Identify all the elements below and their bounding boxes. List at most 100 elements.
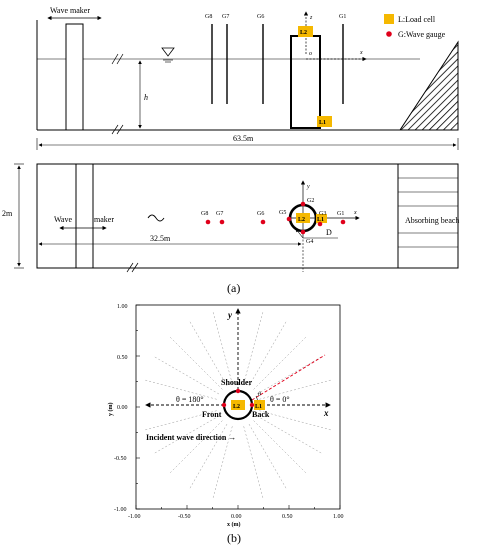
x-tick-label: 1.00	[333, 514, 344, 520]
depth-label: h	[144, 93, 148, 102]
plan-x-label: x	[353, 210, 357, 216]
gauge-label-g6: G6	[257, 14, 264, 20]
water-level-symbol	[161, 47, 175, 57]
legend-wave-gauge-label: G:Wave gauge	[398, 30, 446, 39]
plan-gauge-g8: G8	[201, 211, 208, 217]
origin-label: o	[309, 51, 312, 57]
radial-guide-line	[253, 336, 307, 390]
load-cell-l1-plan-label: L1	[317, 217, 324, 223]
load-cell-l1-plan	[316, 214, 327, 223]
caption-b: (b)	[227, 531, 241, 545]
length-label: 63.5m	[233, 134, 254, 143]
load-cell-l2-side	[298, 26, 313, 37]
theta-direction-line	[251, 354, 326, 401]
y-tick-label: 1.00	[117, 304, 128, 310]
panel-b-x-label: x	[323, 408, 329, 418]
x-tick-label: 0.00	[231, 514, 242, 520]
radial-guide-line	[212, 312, 233, 384]
panel-b-load-cell-l1	[254, 400, 265, 410]
plan-gauge-g2: G2	[307, 198, 314, 204]
panel-b-y-label: y	[227, 310, 233, 320]
z-axis-label: z	[309, 15, 313, 21]
wave-maker-label: Wave maker	[50, 6, 90, 15]
width-label: 2m	[2, 209, 13, 218]
x-tick-label: 0.50	[282, 514, 293, 520]
radial-guide-line	[253, 420, 307, 474]
panel-b-gauges	[221, 388, 255, 408]
radial-guide-line	[145, 379, 217, 400]
side-gauges	[211, 24, 344, 104]
x-axis-title: x (m)	[227, 521, 241, 528]
theta-label: θ	[258, 392, 261, 398]
diameter-label: D	[326, 228, 332, 237]
shoulder-label: Shoulder	[221, 378, 253, 387]
radial-guide-line	[189, 423, 228, 489]
x-tick-label: -0.50	[178, 514, 191, 520]
legend: L:Load cell G:Wave gauge	[384, 14, 446, 39]
radial-guide-line	[259, 379, 331, 400]
radial-guide-line	[154, 356, 220, 395]
theta-180-label: θ = 180°	[176, 395, 204, 404]
radial-guide-line	[248, 423, 287, 489]
x-tick-label: -1.00	[128, 514, 141, 520]
gauge-label-g8: G8	[205, 14, 212, 20]
y-tick-label: 0.50	[117, 355, 128, 361]
plan-gauge-g1: G1	[337, 211, 344, 217]
radial-guide-line	[212, 426, 233, 498]
plan-y-label: y	[306, 184, 310, 190]
radial-guide-line	[189, 321, 228, 387]
radial-guide-line	[243, 426, 264, 498]
absorbing-beach-side	[399, 40, 459, 131]
radial-guide-lines	[145, 312, 331, 498]
incident-label: Incident wave direction →	[146, 433, 236, 442]
radial-guide-line	[259, 410, 331, 431]
radial-guide-line	[256, 356, 322, 395]
panel-b-load-cell-l1-label: L1	[255, 404, 262, 410]
plan-gauge-g7: G7	[216, 211, 223, 217]
gauge-label-g7: G7	[222, 14, 229, 20]
plan-wave-label: Wave	[54, 215, 72, 224]
front-label: Front	[202, 410, 222, 419]
cylinder-side	[290, 35, 321, 129]
break-mark	[111, 53, 124, 135]
y-tick-label: -1.00	[114, 507, 127, 513]
plan-tank-outline	[36, 163, 459, 269]
plan-break-mark	[126, 262, 139, 273]
plan-gauge-g4: G4	[306, 239, 313, 245]
radial-guide-line	[256, 415, 322, 454]
radial-guide-line	[154, 415, 220, 454]
wave-maker-paddle	[65, 23, 84, 131]
plan-gauges	[205, 201, 346, 235]
plan-gauge-g5: G5	[279, 210, 286, 216]
legend-load-cell-swatch	[384, 14, 394, 24]
load-cell-l1-side	[317, 116, 332, 127]
back-label: Back	[252, 410, 270, 419]
plan-maker-label: maker	[94, 215, 114, 224]
radial-guide-line	[145, 410, 217, 431]
gauge-label-g1: G1	[339, 14, 346, 20]
load-cell-l2-side-label: L2	[300, 30, 307, 36]
panel-b-ticks	[135, 304, 341, 510]
legend-wave-gauge-swatch	[386, 31, 392, 37]
load-cell-l1-side-label: L1	[319, 120, 326, 126]
radial-guide-line	[169, 420, 223, 474]
y-tick-label: 0.00	[117, 405, 128, 411]
radial-guide-line	[248, 321, 287, 387]
beach-label: Absorbing beach	[405, 216, 459, 225]
beach-stripes	[398, 177, 458, 248]
panel-b-load-cell-l2-label: L2	[233, 404, 240, 410]
load-cell-l2-plan-label: L2	[298, 217, 305, 223]
caption-a: (a)	[227, 281, 240, 295]
radial-guide-line	[243, 312, 264, 384]
legend-load-cell-label: L:Load cell	[398, 15, 436, 24]
theta-0-label: θ = 0°	[270, 395, 290, 404]
x-axis-label: x	[359, 50, 363, 56]
plan-gauge-g3: G3	[319, 211, 326, 217]
radial-guide-line	[169, 336, 223, 390]
distance-label: 32.5m	[150, 234, 171, 243]
plan-view: 2m Wave maker 32.5m Absorbing beach y	[2, 163, 459, 273]
wave-symbol	[147, 214, 165, 222]
panel-b-load-cell-l2	[231, 400, 245, 410]
y-axis-title: y (m)	[107, 403, 114, 417]
